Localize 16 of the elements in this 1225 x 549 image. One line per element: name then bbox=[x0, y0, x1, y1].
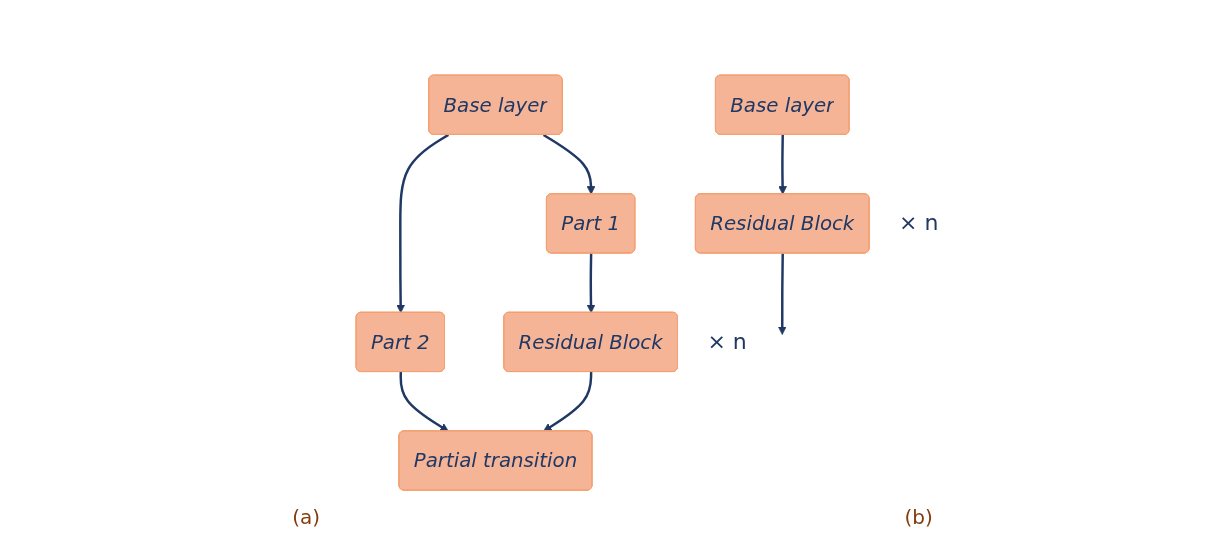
process-box: Part 2 bbox=[355, 311, 445, 373]
arrow bbox=[399, 372, 449, 432]
panel-label: (b) bbox=[904, 505, 933, 529]
panel-label: (a) bbox=[292, 505, 321, 529]
arrow bbox=[586, 253, 596, 314]
arrow bbox=[778, 134, 787, 195]
process-box: Partial transition bbox=[398, 430, 593, 491]
arrow bbox=[396, 133, 449, 314]
process-box: Residual Block bbox=[503, 311, 678, 373]
process-box: Part 1 bbox=[545, 193, 636, 254]
arrow bbox=[543, 372, 593, 432]
process-box: Residual Block bbox=[694, 193, 870, 254]
arrow bbox=[777, 253, 787, 335]
repeat-label: × n bbox=[899, 210, 939, 237]
arrow bbox=[542, 133, 596, 195]
repeat-label: × n bbox=[707, 328, 747, 355]
